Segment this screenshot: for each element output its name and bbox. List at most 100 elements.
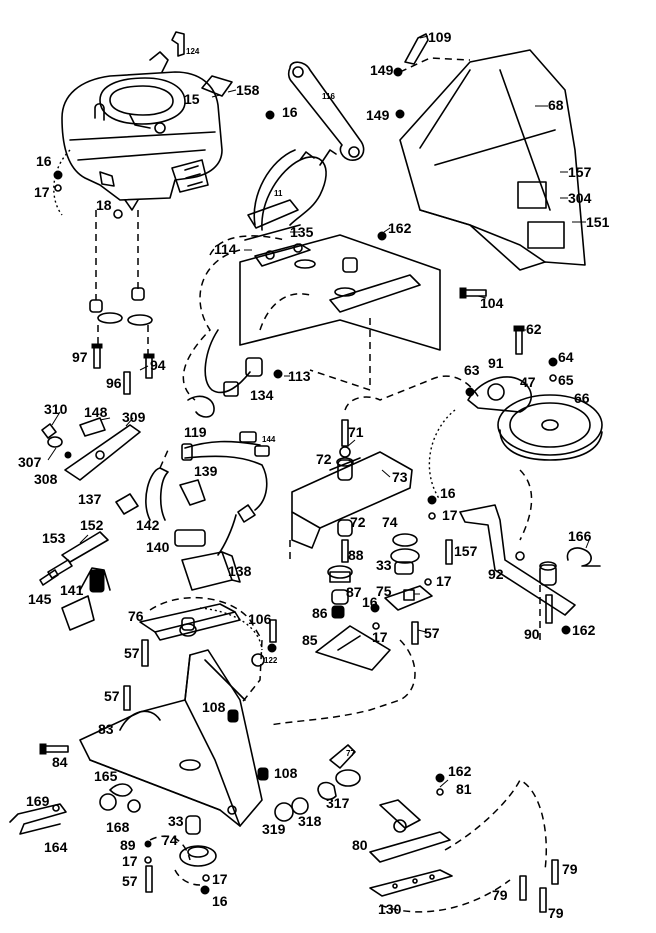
callout-75: 75 bbox=[376, 583, 392, 599]
part-152-decal bbox=[61, 531, 109, 563]
callout-89: 89 bbox=[120, 837, 136, 853]
callout-83: 83 bbox=[98, 721, 114, 737]
callout-138: 138 bbox=[228, 563, 252, 579]
callout-80: 80 bbox=[352, 837, 368, 853]
part-80-bracket bbox=[369, 773, 451, 863]
callout-113: 113 bbox=[288, 368, 311, 384]
callout-109: 109 bbox=[428, 29, 452, 45]
callout-142: 142 bbox=[136, 517, 160, 533]
callout-72-top: 72 bbox=[316, 451, 332, 467]
callout-64: 64 bbox=[558, 349, 574, 365]
callout-77: 77 bbox=[346, 749, 355, 758]
cable-harness-11 bbox=[253, 149, 337, 231]
part-142-tie bbox=[145, 467, 169, 521]
callout-79-b: 79 bbox=[492, 887, 508, 903]
callout-106: 106 bbox=[248, 611, 272, 627]
part-135-bracket bbox=[244, 199, 301, 241]
part-140-module bbox=[174, 529, 206, 547]
bolt-157-middle bbox=[445, 539, 453, 565]
nut-16-top bbox=[265, 110, 275, 120]
nut-16-middle bbox=[370, 603, 380, 613]
part-85-plate bbox=[315, 625, 391, 671]
callout-68: 68 bbox=[548, 97, 564, 113]
callout-166: 166 bbox=[568, 528, 592, 544]
callout-leaders bbox=[47, 35, 591, 895]
engine-dotted-left bbox=[53, 149, 71, 216]
callout-318: 318 bbox=[298, 813, 322, 829]
callout-152: 152 bbox=[80, 517, 104, 533]
callout-90: 90 bbox=[524, 626, 540, 642]
callout-119: 119 bbox=[184, 424, 207, 440]
bolt-79-c bbox=[539, 887, 547, 913]
callout-16-bottom: 16 bbox=[212, 893, 228, 909]
part-109-pin bbox=[404, 33, 429, 65]
callout-labels: 109 124 158 15 149 149 116 68 16 16 17 1… bbox=[18, 29, 610, 921]
callout-141: 141 bbox=[60, 582, 84, 598]
callout-11: 11 bbox=[274, 189, 283, 198]
callout-158: 158 bbox=[236, 82, 260, 98]
callout-164: 164 bbox=[44, 839, 68, 855]
part-165-spring bbox=[99, 783, 141, 813]
callout-134: 134 bbox=[250, 387, 274, 403]
part-106-bolt bbox=[267, 619, 277, 653]
callout-145: 145 bbox=[28, 591, 52, 607]
nut-162-top bbox=[377, 231, 387, 241]
callout-79-a: 79 bbox=[562, 861, 578, 877]
frame-dashed-outline bbox=[209, 235, 371, 391]
engine-spacers bbox=[89, 287, 153, 326]
part-86-nut bbox=[331, 605, 345, 619]
callout-307: 307 bbox=[18, 454, 42, 470]
callout-17-right: 17 bbox=[442, 507, 458, 523]
washer-17-left bbox=[54, 184, 62, 192]
callout-309: 309 bbox=[122, 409, 146, 425]
callout-17-left: 17 bbox=[34, 184, 50, 200]
main-frame-plate bbox=[239, 234, 441, 351]
part-153-decal bbox=[47, 559, 73, 579]
callout-81: 81 bbox=[456, 781, 472, 797]
callout-165: 165 bbox=[94, 768, 118, 784]
callout-162-lower: 162 bbox=[448, 763, 472, 779]
washer-17-middle bbox=[372, 622, 380, 630]
part-166-spring bbox=[566, 547, 601, 567]
callout-73: 73 bbox=[392, 469, 408, 485]
callout-157-mid: 157 bbox=[454, 543, 478, 559]
washer-17-lower-left bbox=[144, 856, 152, 864]
harness-139 bbox=[179, 431, 270, 523]
callout-162-top: 162 bbox=[388, 220, 412, 236]
part-74-pulley-top bbox=[390, 495, 437, 575]
callout-63: 63 bbox=[464, 362, 480, 378]
callout-319: 319 bbox=[262, 821, 286, 837]
callout-88: 88 bbox=[348, 547, 364, 563]
wire-to-138 bbox=[217, 514, 237, 556]
callout-16-left: 16 bbox=[36, 153, 52, 169]
callout-310: 310 bbox=[44, 401, 68, 417]
part-108-lower bbox=[257, 767, 269, 781]
middle-dashed-loop bbox=[269, 639, 416, 726]
callout-62: 62 bbox=[526, 321, 542, 337]
callout-57-bottom: 57 bbox=[122, 873, 138, 889]
callout-116: 116 bbox=[322, 92, 335, 101]
callout-92: 92 bbox=[488, 566, 504, 582]
engine-assembly bbox=[61, 51, 223, 211]
part-77-shaft bbox=[274, 744, 361, 822]
callout-47: 47 bbox=[520, 374, 536, 390]
part-124-clip bbox=[171, 31, 185, 57]
part-310 bbox=[41, 423, 57, 439]
callout-65: 65 bbox=[558, 372, 574, 388]
part-76-bracket bbox=[139, 603, 241, 641]
part-92-bracket bbox=[459, 504, 576, 635]
part-83-frame bbox=[79, 649, 263, 827]
callout-17-bottom: 17 bbox=[212, 871, 228, 887]
callout-71: 71 bbox=[348, 424, 364, 440]
part-169-pin bbox=[52, 804, 60, 812]
callout-148: 148 bbox=[84, 404, 108, 420]
washer-17-right-mid bbox=[424, 578, 432, 586]
callout-97: 97 bbox=[72, 349, 88, 365]
part-73-bracket bbox=[291, 419, 413, 549]
nut-149-mid bbox=[395, 109, 405, 119]
part-75-plate bbox=[384, 585, 433, 611]
part-138-box bbox=[181, 551, 241, 591]
chute-dashed bbox=[399, 57, 471, 73]
lower-frame-dotted bbox=[199, 607, 263, 651]
nut-89 bbox=[144, 840, 152, 848]
